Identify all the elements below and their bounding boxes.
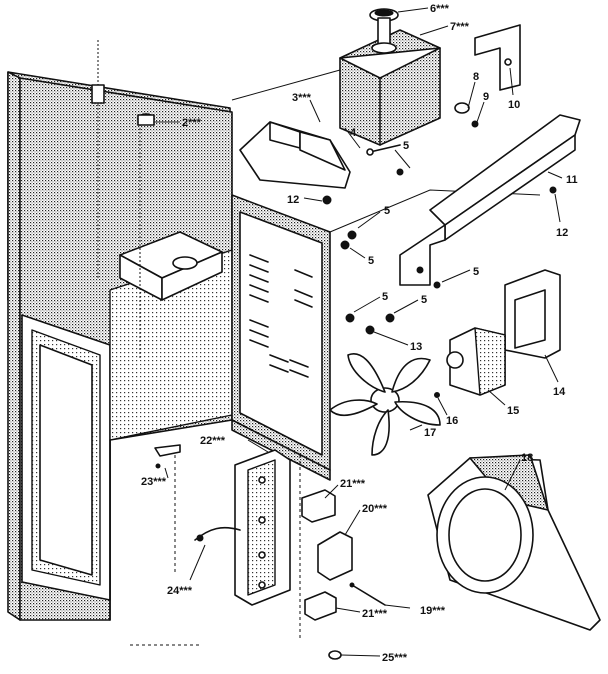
fasteners-middle [322, 195, 441, 335]
callout-12a: 12 [287, 194, 299, 206]
fasteners-top [366, 102, 479, 176]
motor-bracket-14 [504, 269, 561, 359]
clip-23 [154, 444, 181, 469]
cord-24 [194, 526, 241, 542]
callout-5c: 5 [368, 255, 374, 267]
support-rail-11 [399, 114, 581, 286]
callout-3: 3*** [292, 92, 312, 104]
callout-23: 23*** [141, 476, 167, 488]
mounting-bracket-10 [474, 24, 521, 91]
fan-duct-18 [427, 454, 601, 631]
callout-leaders [155, 7, 563, 657]
callout-21a: 21*** [340, 478, 366, 490]
screw-19 [349, 582, 386, 606]
fan-motor-15 [446, 327, 506, 396]
callout-15: 15 [507, 405, 519, 417]
cabinet-chassis [7, 40, 331, 621]
callout-5b: 5 [384, 205, 390, 217]
callout-11: 11 [566, 174, 578, 186]
callout-8: 8 [473, 71, 479, 83]
vertical-sleeve [91, 84, 105, 104]
callout-10: 10 [508, 99, 520, 111]
callout-22: 22*** [200, 435, 226, 447]
switch-21-bottom [304, 591, 337, 621]
air-guide-3 [239, 121, 351, 189]
callout-21b: 21*** [362, 608, 388, 620]
callout-16: 16 [446, 415, 458, 427]
callout-5d: 5 [473, 266, 479, 278]
vent-slots [249, 254, 313, 378]
switch-bracket-22 [234, 449, 291, 606]
callout-2: 2*** [182, 117, 202, 129]
wall-socket-2 [137, 113, 155, 126]
callout-6: 6*** [430, 3, 450, 15]
callout-9: 9 [483, 91, 489, 103]
screw-25 [328, 650, 342, 660]
callout-20: 20*** [362, 503, 388, 515]
callout-5a: 5 [403, 140, 409, 152]
callout-4: 4 [350, 127, 357, 139]
callout-24: 24*** [167, 585, 193, 597]
callout-5e: 5 [382, 291, 388, 303]
callout-labels: 6*** 7*** 8 9 10 3*** 2*** 4 5 11 12 12 … [141, 3, 578, 664]
callout-5f: 5 [421, 294, 427, 306]
callout-7: 7*** [450, 21, 470, 33]
callout-18: 18 [521, 452, 533, 464]
callout-12b: 12 [556, 227, 568, 239]
magnetron [339, 8, 441, 146]
callout-19: 19*** [420, 605, 446, 617]
switch-21-top [301, 489, 336, 523]
callout-17: 17 [424, 427, 436, 439]
callout-25: 25*** [382, 652, 408, 664]
callout-14: 14 [553, 386, 566, 398]
fan-blade-17 [329, 353, 441, 456]
switch-20 [317, 531, 353, 581]
callout-13: 13 [410, 341, 422, 353]
